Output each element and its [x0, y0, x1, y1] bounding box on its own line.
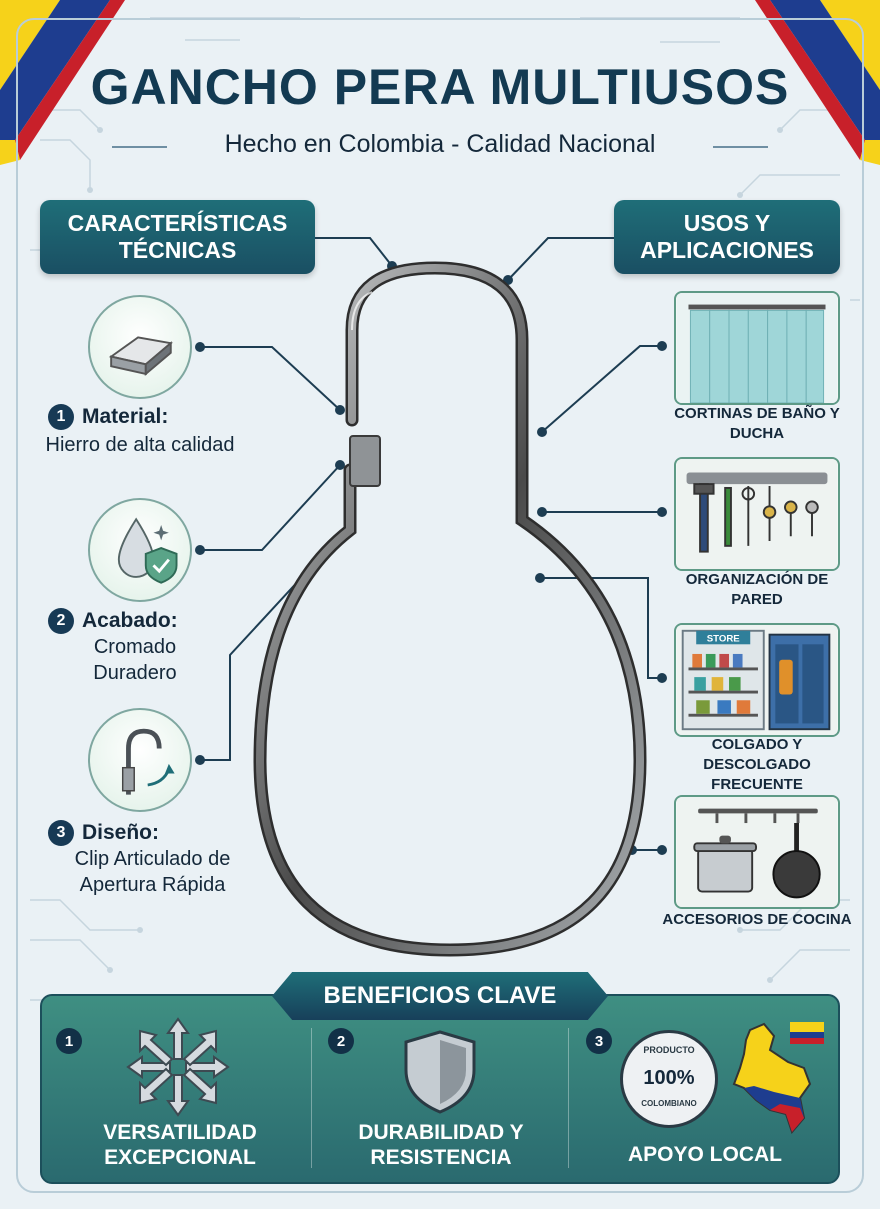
- page-title: GANCHO PERA MULTIUSOS: [90, 59, 790, 115]
- subtitle-rule-left: [112, 146, 167, 148]
- benefit-divider: [568, 1028, 569, 1168]
- features-heading: CARACTERÍSTICAS TÉCNICAS: [40, 200, 315, 274]
- benefit-label-durability: DURABILIDAD Y RESISTENCIA: [358, 1121, 524, 1169]
- benefit-divider: [311, 1028, 312, 1168]
- feature-finish-desc: Cromado Duradero: [93, 636, 177, 684]
- feature-number: 2: [48, 608, 74, 634]
- arrows-outward-icon: [126, 1017, 230, 1117]
- feature-material-desc: Hierro de alta calidad: [45, 434, 235, 456]
- feature-number: 1: [48, 404, 74, 430]
- use-label-frequent: COLGADO Y DESCOLGADO FRECUENTE: [703, 736, 811, 793]
- benefit-label-local: APOYO LOCAL: [627, 1143, 782, 1166]
- colombia-map-icon: [732, 1022, 824, 1134]
- use-label-wall: ORGANIZACIÓN DE PARED: [685, 571, 829, 608]
- colombian-product-seal: PRODUCTO 100% COLOMBIANO: [620, 1030, 718, 1128]
- store-shelves-icon: STORE: [674, 623, 840, 737]
- water-drop-shield-icon: [88, 498, 192, 602]
- feature-number: 3: [48, 820, 74, 846]
- feature-design-title: 3 Diseño:: [48, 820, 159, 846]
- uses-heading: USOS Y APLICACIONES: [614, 200, 840, 274]
- shield-icon: [404, 1030, 476, 1114]
- cookware-icon: [674, 795, 840, 909]
- use-label-shower: CORTINAS DE BAÑO Y DUCHA: [674, 405, 840, 442]
- clip-hook-icon: [88, 708, 192, 812]
- wall-tools-icon: [674, 457, 840, 571]
- subtitle-rule-right: [713, 146, 768, 148]
- benefit-number: 2: [328, 1028, 354, 1054]
- store-sign: STORE: [707, 633, 741, 644]
- use-label-kitchen: ACCESORIOS DE COCINA: [662, 911, 852, 928]
- benefit-label-versatility: VERSATILIDAD EXCEPCIONAL: [103, 1121, 257, 1169]
- colombia-flag-corner-right: [755, 0, 880, 165]
- benefits-heading: BENEFICIOS CLAVE: [272, 972, 608, 1020]
- feature-finish-title: 2 Acabado:: [48, 608, 178, 634]
- metal-bar-icon: [88, 295, 192, 399]
- page-subtitle: Hecho en Colombia - Calidad Nacional: [224, 130, 656, 158]
- benefit-number: 1: [56, 1028, 82, 1054]
- feature-design-desc: Clip Articulado de Apertura Rápida: [74, 848, 231, 896]
- colombia-flag-corner-left: [0, 0, 125, 165]
- shower-curtain-icon: [674, 291, 840, 405]
- pear-hook-image: [253, 261, 647, 957]
- benefit-number: 3: [586, 1028, 612, 1054]
- feature-material-title: 1 Material:: [48, 404, 168, 430]
